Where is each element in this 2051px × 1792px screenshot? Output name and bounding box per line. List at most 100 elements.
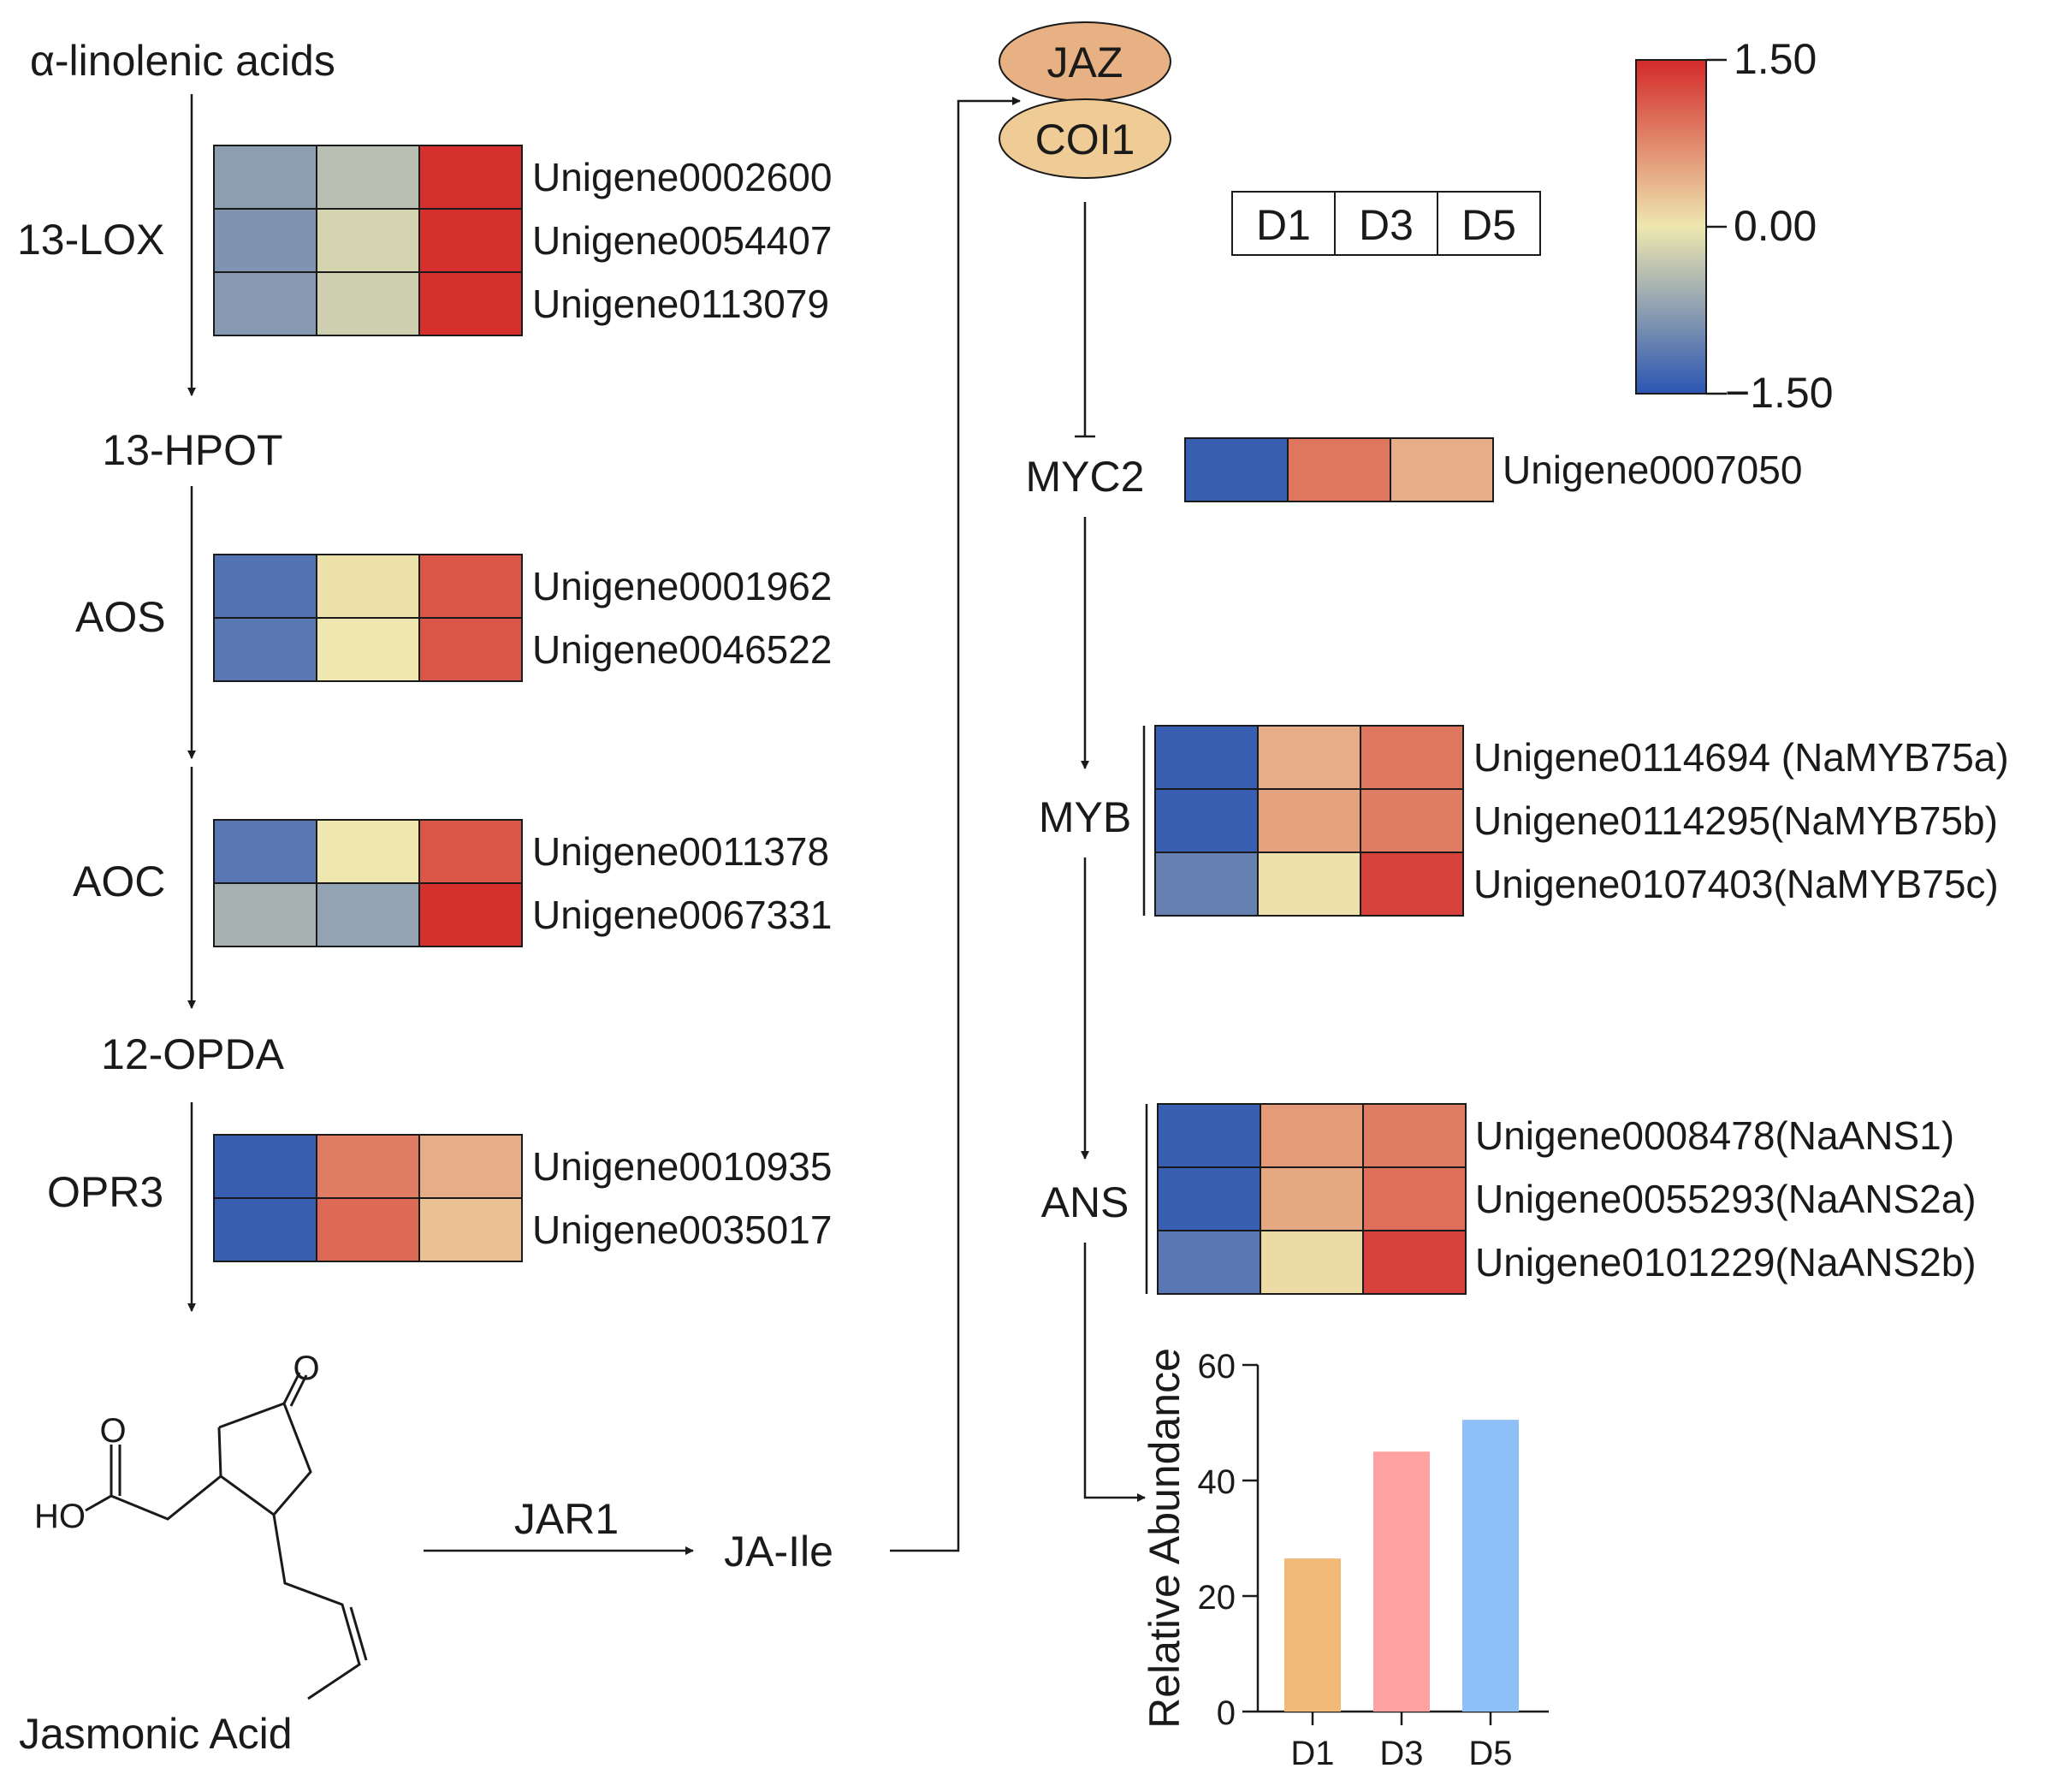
- scale-max-label: 1.50: [1734, 35, 1817, 83]
- jasmonic-acid-label: Jasmonic Acid: [19, 1710, 293, 1758]
- cis-double-bond: [349, 1606, 368, 1661]
- jaz-label: JAZ: [1047, 39, 1123, 86]
- heatmap-cell: [1154, 788, 1259, 853]
- sample-header: D1 D3 D5: [1231, 191, 1541, 256]
- heatmap-cell: [418, 271, 523, 336]
- heatmap-cell: [418, 145, 523, 210]
- gene-label: Unigene0010935: [532, 1144, 832, 1189]
- enzyme-label-ans: ANS: [1041, 1178, 1129, 1226]
- heatmap-cell: [1360, 788, 1464, 853]
- heatmap-cell: [213, 145, 317, 210]
- arrow-ja-ile-to-jaz: [890, 97, 1021, 1552]
- heatmap-cell: [1257, 788, 1361, 853]
- heatmap-cell: [316, 617, 420, 682]
- gene-label: Unigene0067331: [532, 893, 832, 937]
- chart-bar: [1373, 1451, 1430, 1712]
- gene-label: Unigene0011378: [532, 829, 829, 874]
- arrow-to-bar-chart: [1083, 1243, 1146, 1502]
- heatmap-13-lox: Unigene0002600Unigene0054407Unigene01130…: [213, 145, 832, 336]
- heatmap-cell: [418, 1134, 523, 1199]
- heatmap-cell: [213, 271, 317, 336]
- heatmap-cell: [213, 882, 317, 947]
- gene-label: Unigene0008478(NaANS1): [1475, 1113, 1954, 1158]
- sample-header-cell-d5: [1437, 191, 1541, 256]
- heatmap-cell: [1362, 1230, 1467, 1295]
- heatmap-cell: [1360, 851, 1464, 917]
- heatmap-cell: [213, 208, 317, 273]
- gene-label: Unigene0002600: [532, 155, 832, 199]
- gene-label: Unigene0101229(NaANS2b): [1475, 1240, 1977, 1285]
- pentenyl-chain: [272, 1514, 361, 1700]
- heatmap-myb: Unigene0114694 (NaMYB75a) Unigene0114295(…: [1154, 725, 2009, 917]
- heatmap-cell: [418, 617, 523, 682]
- hpot-label: 13-HPOT: [102, 426, 282, 474]
- gene-label: Unigene0055293(NaANS2a): [1475, 1177, 1977, 1221]
- chart-x-tick-label: D1: [1290, 1735, 1334, 1772]
- heatmap-cell: [1390, 437, 1494, 502]
- gene-label: Unigene0007050: [1503, 448, 1802, 492]
- heatmap-cell: [1157, 1230, 1261, 1295]
- gene-label: Unigene0054407: [532, 218, 832, 263]
- chart-y-tick-label: 20: [1198, 1579, 1236, 1617]
- gene-label: Unigene0046522: [532, 627, 832, 672]
- heatmap-cell: [1260, 1230, 1364, 1295]
- ketone-bond: [282, 1372, 301, 1404]
- heatmap-cell: [1184, 437, 1289, 502]
- enzyme-label-myc2: MYC2: [1026, 453, 1145, 501]
- hydroxyl-bond: [85, 1494, 112, 1512]
- enzyme-label-aoc: AOC: [73, 857, 165, 905]
- heatmap-cell: [316, 208, 420, 273]
- heatmap-cell: [316, 554, 420, 619]
- chart-x-tick-label: D3: [1379, 1735, 1423, 1772]
- opda-label: 12-OPDA: [101, 1030, 285, 1078]
- ketone-double-bond: [289, 1374, 308, 1407]
- chart-x-tick-label: D5: [1468, 1735, 1512, 1772]
- heatmap-cell: [1157, 1166, 1261, 1231]
- heatmap-myc2: Unigene0007050: [1184, 437, 1802, 502]
- heatmap-cell: [1154, 851, 1259, 917]
- hydroxyl-label: HO: [34, 1498, 86, 1535]
- enzyme-label-aos: AOS: [75, 593, 166, 641]
- heatmap-cell: [1362, 1103, 1467, 1168]
- coi1-ellipse: [999, 98, 1171, 179]
- chart-bar: [1284, 1558, 1341, 1712]
- gene-label: Unigene0107403(NaMYB75c): [1473, 862, 1999, 906]
- sample-header-d5: D5: [1461, 201, 1516, 249]
- chart-y-tick-label: 0: [1217, 1694, 1236, 1732]
- heatmap-cell: [316, 1134, 420, 1199]
- gene-label: Unigene0035017: [532, 1208, 832, 1252]
- heatmap-cell: [213, 617, 317, 682]
- heatmap-cell: [418, 882, 523, 947]
- heatmap-cell: [418, 1197, 523, 1262]
- chart-y-axis-label: Relative Abundance: [1141, 1348, 1189, 1729]
- gene-label: Unigene0114694 (NaMYB75a): [1473, 735, 2009, 780]
- heatmap-cell: [316, 145, 420, 210]
- heatmap-cell: [1260, 1166, 1364, 1231]
- gene-label: Unigene0114295(NaMYB75b): [1473, 798, 1998, 843]
- heatmap-cell: [213, 554, 317, 619]
- heatmap-cell: [1260, 1103, 1364, 1168]
- heatmap-cell: [418, 819, 523, 884]
- enzyme-label-opr3: OPR3: [47, 1168, 163, 1216]
- carbonyl-oxygen-label: O: [99, 1412, 126, 1450]
- heatmap-cell: [1360, 725, 1464, 790]
- ketone-oxygen-label: O: [293, 1350, 319, 1387]
- color-scale-bar: [1635, 59, 1707, 395]
- heatmap-cell: [316, 271, 420, 336]
- scale-min-label: −1.50: [1725, 369, 1834, 417]
- heatmap-layer: Unigene0002600Unigene0054407Unigene01130…: [213, 145, 2009, 1295]
- chart-y-tick-label: 60: [1198, 1348, 1236, 1386]
- heatmap-cell: [1157, 1103, 1261, 1168]
- heatmap-cell: [213, 1197, 317, 1262]
- heatmap-cell: [1257, 851, 1361, 917]
- gene-label: Unigene0113079: [532, 282, 829, 326]
- coi1-label: COI1: [1035, 116, 1135, 163]
- chart-bar: [1462, 1420, 1519, 1712]
- sample-header-d1: D1: [1256, 201, 1311, 249]
- heatmap-cell: [1362, 1166, 1467, 1231]
